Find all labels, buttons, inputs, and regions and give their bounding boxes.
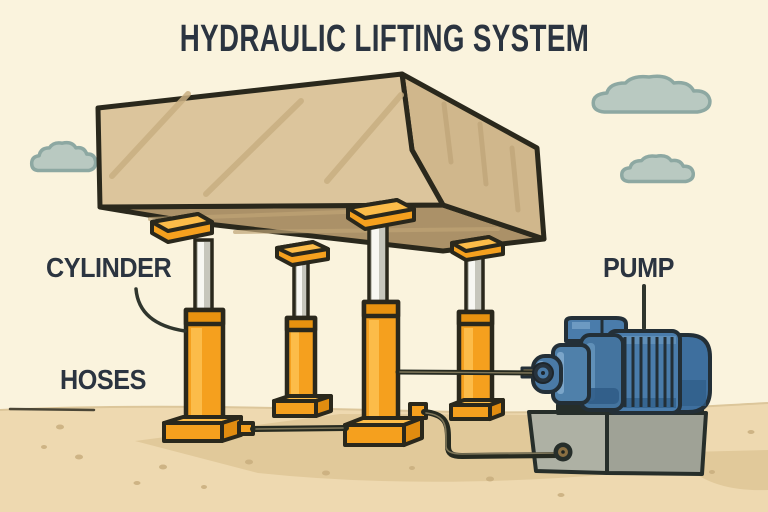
piston-rods xyxy=(193,222,485,324)
page-title-text: HYDRAULIC LIFTING SYSTEM xyxy=(179,18,589,60)
label-hoses: HOSES xyxy=(60,364,146,395)
saddle-2 xyxy=(275,240,330,267)
pump-base xyxy=(527,410,708,476)
cylinder-body-3 xyxy=(361,299,401,427)
load-front-face xyxy=(95,71,446,210)
piston-rod-3 xyxy=(367,222,389,310)
saddle-1 xyxy=(150,212,214,244)
cylinder-body-2 xyxy=(284,315,318,403)
cylinder-body-4 xyxy=(456,309,495,408)
hoses xyxy=(250,369,563,460)
clouds xyxy=(32,76,710,181)
cylinder-base-4 xyxy=(449,398,505,421)
pump xyxy=(520,316,712,476)
saddle-4 xyxy=(450,235,505,262)
cloud-right-small-icon xyxy=(622,156,694,182)
motor-fin-body xyxy=(606,329,682,415)
cylinder-bases xyxy=(162,394,505,447)
piston-rod-1 xyxy=(193,238,214,320)
cylinder-base-1 xyxy=(162,415,255,443)
pump-base-port xyxy=(553,442,573,462)
cylinder-body-1 xyxy=(183,307,226,423)
cloud-right-large-icon xyxy=(593,76,710,112)
saddle-plates xyxy=(150,198,505,267)
page-title: HYDRAULIC LIFTING SYSTEM xyxy=(0,18,768,61)
pump-shadow xyxy=(688,450,768,491)
cylinder-base-3 xyxy=(343,402,428,447)
label-cylinder: CYLINDER xyxy=(46,252,172,283)
pebbles xyxy=(41,419,755,497)
cylinder-bodies xyxy=(183,299,495,427)
pump-nose xyxy=(532,362,554,384)
leader-lines xyxy=(134,284,646,333)
saddle-3 xyxy=(346,198,416,231)
label-pump: PUMP xyxy=(603,252,675,283)
hose-b xyxy=(421,409,563,460)
cloud-left-icon xyxy=(32,143,96,171)
pump-shaft-line xyxy=(395,369,541,376)
cylinder-leader-line xyxy=(134,287,187,333)
cylinder-base-2 xyxy=(272,394,333,418)
hose-a xyxy=(250,425,349,432)
ground-line xyxy=(8,407,96,412)
